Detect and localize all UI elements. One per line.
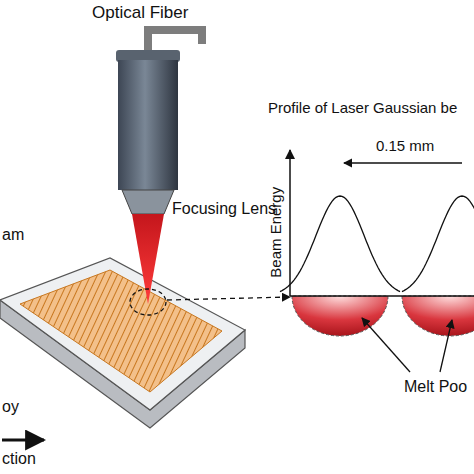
beam-label: am [2, 226, 24, 244]
profile-title: Profile of Laser Gaussian be [268, 100, 457, 117]
dimension-label: 0.15 mm [376, 138, 434, 155]
melt-pool [402, 296, 474, 336]
material-label: oy [2, 398, 19, 416]
axis-label: Beam Energy [268, 187, 285, 278]
zoom-circle [130, 289, 166, 315]
x-axis [290, 295, 474, 297]
direction-label: ction [2, 450, 36, 468]
melt-pool-label: Melt Poo [404, 378, 467, 396]
y-axis [289, 150, 291, 296]
leader-line [362, 318, 410, 372]
scanned-area [20, 270, 222, 392]
fiber-label: Optical Fiber [92, 4, 188, 23]
lens-label: Focusing Lens [172, 200, 276, 218]
optical-fiber [148, 30, 202, 52]
leader-line [440, 320, 452, 372]
melt-pool [292, 296, 388, 336]
gaussian-curve [280, 196, 400, 292]
laser-beam [132, 214, 164, 304]
scan-direction-arrow [2, 439, 44, 442]
plate-top [0, 258, 245, 410]
gaussian-profiles [280, 196, 474, 292]
laser-head [118, 60, 178, 190]
focusing-lens [122, 190, 174, 214]
zoom-leader [167, 297, 290, 300]
gaussian-curve [402, 196, 474, 292]
spacing-arrow [344, 162, 462, 163]
